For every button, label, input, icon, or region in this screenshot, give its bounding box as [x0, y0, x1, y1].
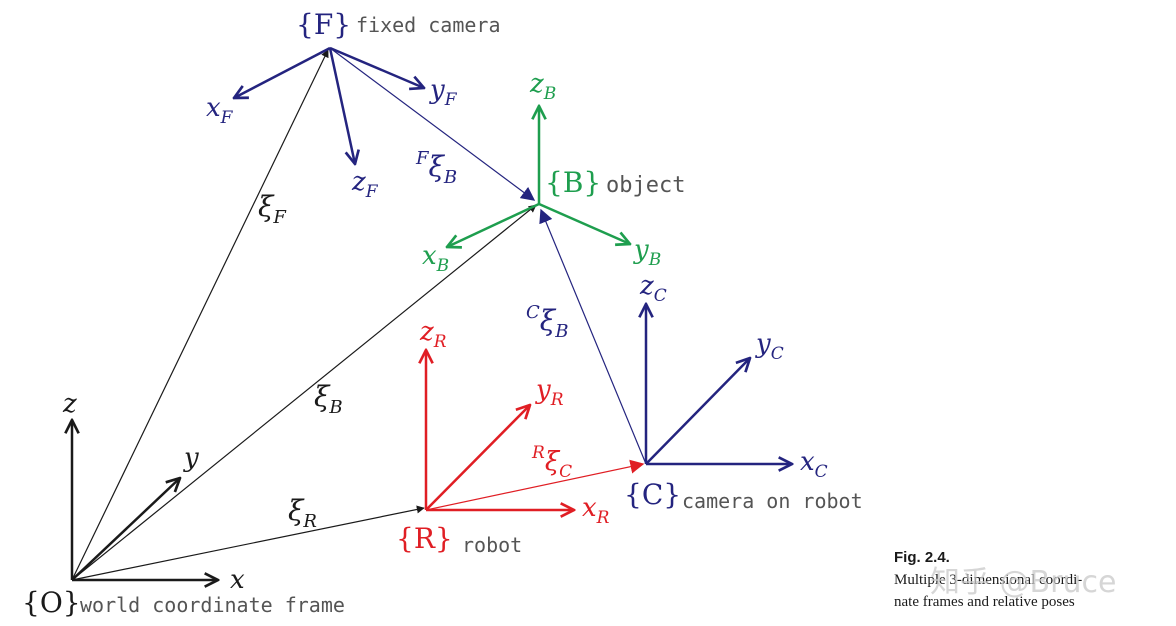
- watermark: 知乎 @Bruce: [930, 565, 1116, 600]
- pose-arrow-c-xi-b: [539, 208, 647, 465]
- pose-label-c-xi-b: CξB: [526, 302, 568, 342]
- frame-f-z-label: zF: [351, 167, 379, 202]
- frame-c-axes: [646, 304, 792, 464]
- frame-b-label: {B}: [545, 166, 601, 199]
- frame-r-desc: robot: [462, 533, 522, 557]
- caption-line-2: nate frames and relative poses: [894, 594, 1075, 610]
- frame-c-z-label: zC: [639, 271, 667, 306]
- frame-b-x-axis: [447, 202, 540, 247]
- frame-b-x-label: xB: [422, 241, 449, 276]
- caption-title: Fig. 2.4.: [894, 549, 950, 566]
- pose-label-xi-f: ξF: [258, 190, 287, 228]
- frame-r-axes: [426, 350, 574, 510]
- pose-label-xi-b: ξB: [314, 380, 343, 418]
- frame-b-y-axis: [538, 202, 630, 244]
- frame-b-y-label: yB: [633, 235, 661, 270]
- pose-label-f-xi-b: FξB: [415, 148, 457, 188]
- frame-f-x-label: xF: [206, 93, 234, 128]
- pose-arrow-r-xi-c: [425, 459, 645, 511]
- pose-label-xi-r: ξR: [288, 494, 317, 532]
- frame-b-axes: [447, 106, 630, 247]
- frame-o-y-axis: [71, 478, 180, 581]
- frame-b-z-label: zB: [529, 69, 556, 104]
- frame-o-desc: world coordinate frame: [80, 593, 345, 617]
- pose-arrow-xi-b: [71, 204, 537, 581]
- frame-f-axes: [234, 46, 424, 164]
- pose-arrow-f-xi-b: [329, 47, 536, 201]
- frame-c-y-label: yC: [755, 329, 784, 364]
- frame-f-label: {F}: [296, 8, 351, 41]
- frame-f-z-axis: [328, 47, 355, 164]
- frame-f-x-axis: [234, 46, 331, 98]
- frame-o-label: {O}: [22, 586, 81, 619]
- frame-f-y-label: yF: [429, 75, 458, 110]
- frame-o-z-label: z: [62, 389, 77, 419]
- frame-o-x-label: x: [230, 565, 245, 595]
- frame-r-y-label: yR: [535, 375, 564, 410]
- frame-o-y-label: y: [183, 443, 199, 473]
- caption-line-1: Multiple 3-dimensional coordi-: [894, 572, 1082, 588]
- frame-b-desc: object: [606, 173, 685, 198]
- frame-r-y-axis: [425, 405, 530, 511]
- frame-r-x-label: xR: [582, 493, 610, 528]
- frame-f-desc: fixed camera: [356, 13, 501, 37]
- frame-f-y-axis: [329, 46, 424, 88]
- frame-c-desc: camera on robot: [682, 489, 863, 513]
- pose-label-r-xi-c: RξC: [531, 443, 572, 482]
- pose-arrow-xi-r: [71, 505, 425, 581]
- frame-o-axes: [72, 420, 218, 580]
- frame-c-label: {C}: [624, 478, 681, 511]
- frame-r-label: {R}: [396, 522, 453, 555]
- frame-r-z-label: zR: [419, 317, 447, 352]
- frame-c-x-label: xC: [800, 447, 828, 482]
- pose-arrow-xi-f: [71, 49, 329, 581]
- frame-c-y-axis: [645, 358, 750, 465]
